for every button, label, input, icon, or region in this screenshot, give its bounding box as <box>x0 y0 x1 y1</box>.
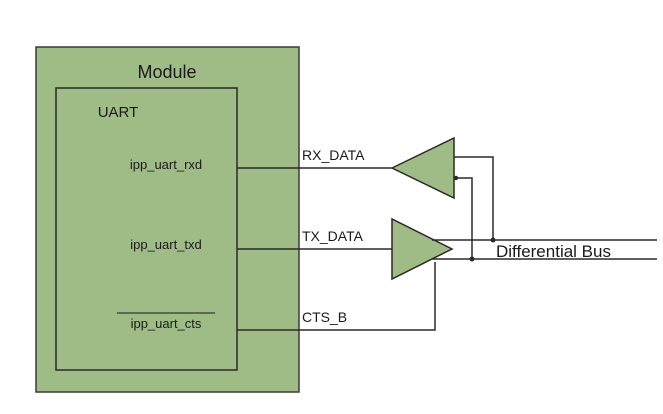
module-title: Module <box>137 62 196 82</box>
bus-node-lower <box>469 256 475 262</box>
signal-tx-label: TX_DATA <box>302 228 364 244</box>
bus-node-upper <box>490 237 496 243</box>
signal-rx-label: RX_DATA <box>302 147 365 163</box>
bus-label: Differential Bus <box>496 242 611 261</box>
uart-block <box>55 87 238 371</box>
signal-cts-label: CTS_B <box>302 309 347 325</box>
wire-cts <box>237 262 436 331</box>
pin-rxd-label: ipp_uart_rxd <box>130 157 202 172</box>
rx-input-lower <box>454 177 473 259</box>
rx-input-upper <box>454 156 494 240</box>
tx-buffer <box>391 217 454 281</box>
uart-title: UART <box>98 104 139 121</box>
rx-buffer <box>390 136 455 200</box>
pin-cts-label: ipp_uart_cts <box>131 316 202 331</box>
pin-txd-label: ipp_uart_txd <box>130 237 202 252</box>
rx-input-node <box>453 175 459 181</box>
